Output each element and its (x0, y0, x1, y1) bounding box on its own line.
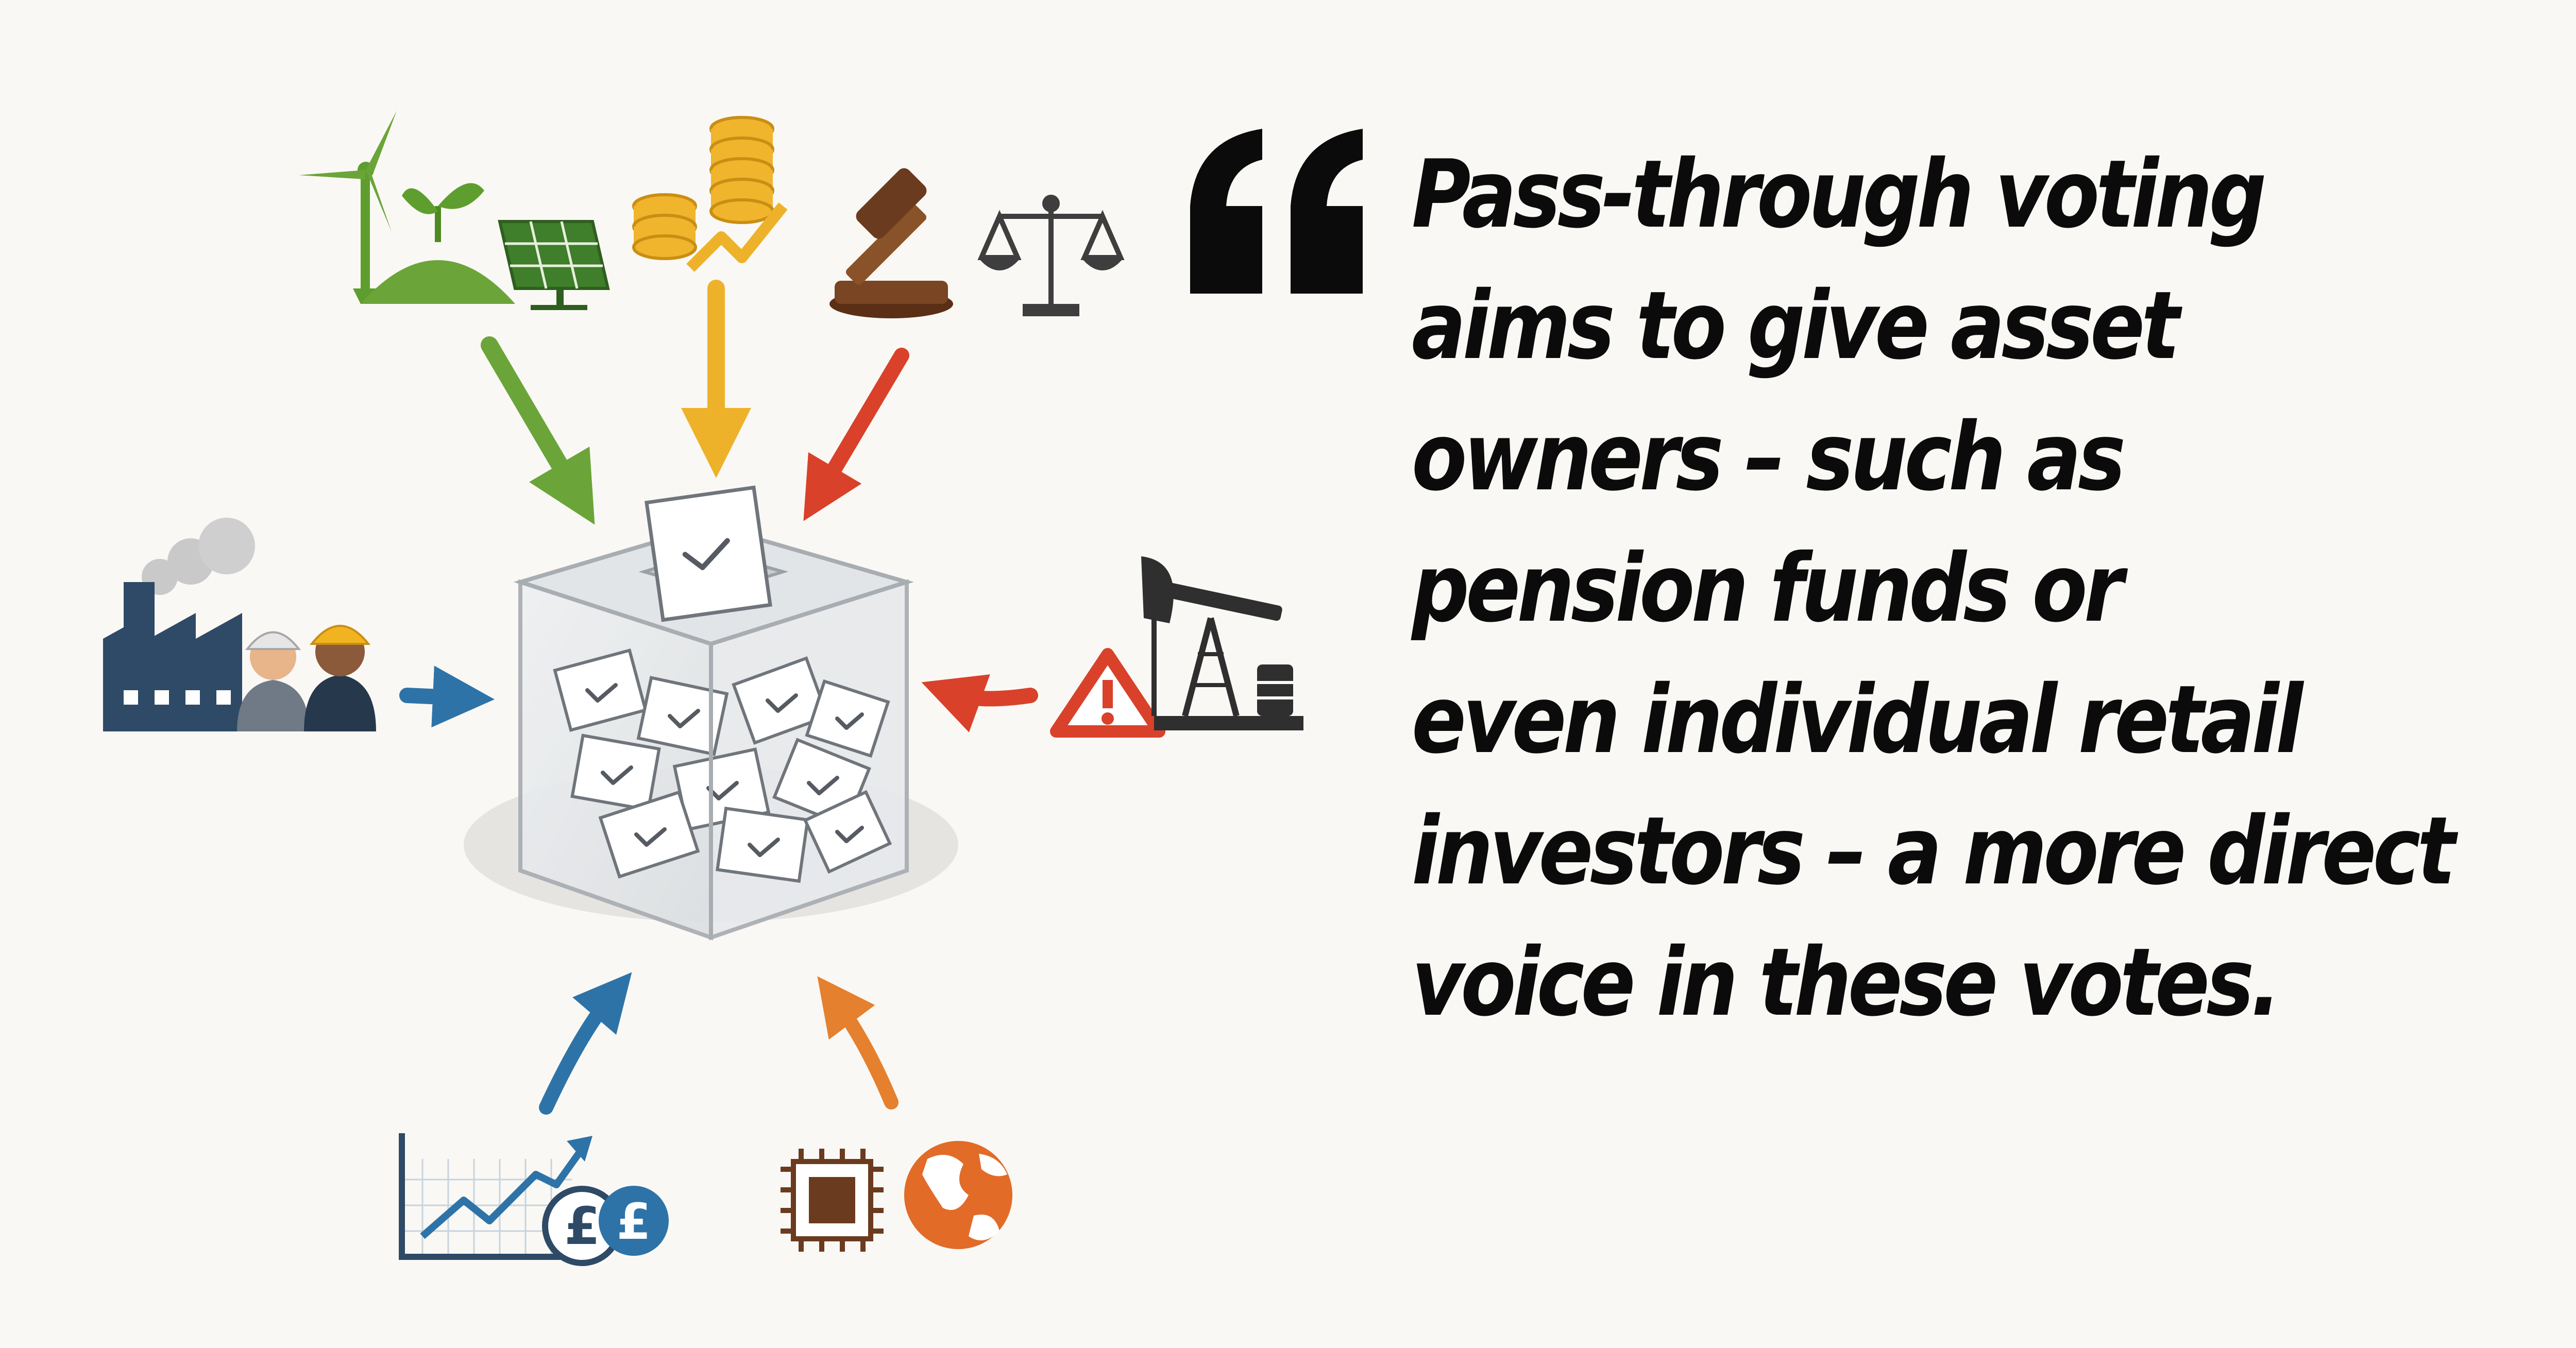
quote-line: owners – such as (1412, 402, 2126, 511)
worker-icon (237, 625, 376, 731)
quote-line: investors – a more direct (1412, 796, 2455, 906)
growth-chart-icon (399, 1133, 592, 1260)
quote-line: Pass-through voting (1412, 140, 2267, 249)
globe-icon (904, 1141, 1012, 1249)
coin-stack-icon (632, 116, 788, 272)
quote-line: aims to give asset (1412, 271, 2180, 380)
ballot-illustration: £ £ (103, 111, 1303, 1266)
warning-icon (1050, 648, 1165, 738)
quote-line: voice in these votes. (1412, 928, 2281, 1037)
pound-symbol-front: £ (564, 1196, 600, 1256)
gavel-icon (829, 168, 953, 318)
scales-icon (977, 195, 1125, 316)
red-arrow (803, 348, 909, 521)
solar-panel-icon (498, 220, 610, 310)
quote-line: even individual retail (1412, 665, 2303, 774)
factory-icon (103, 518, 255, 731)
quote-text: Pass-through voting aims to give asset o… (1412, 129, 2455, 1048)
orange-arrow (817, 976, 899, 1110)
pound-symbol-back: £ (617, 1193, 651, 1251)
blue-arrow-bottom (539, 972, 632, 1115)
quotation-mark-icon (1190, 129, 1363, 294)
oil-barrel-icon (1257, 664, 1293, 716)
arrows (399, 280, 1038, 1115)
quote-line: pension funds or (1412, 534, 2124, 643)
sprout-icon (361, 183, 515, 304)
wind-turbine-icon (299, 111, 397, 304)
microchip-icon (781, 1149, 884, 1252)
blue-arrow-left (399, 666, 495, 728)
ballot-box-icon (464, 485, 958, 941)
green-arrow (481, 336, 595, 525)
oil-pump-icon (1141, 556, 1303, 730)
red-arrow-right (921, 674, 1038, 732)
pound-coin-icon: £ £ (542, 1186, 669, 1266)
